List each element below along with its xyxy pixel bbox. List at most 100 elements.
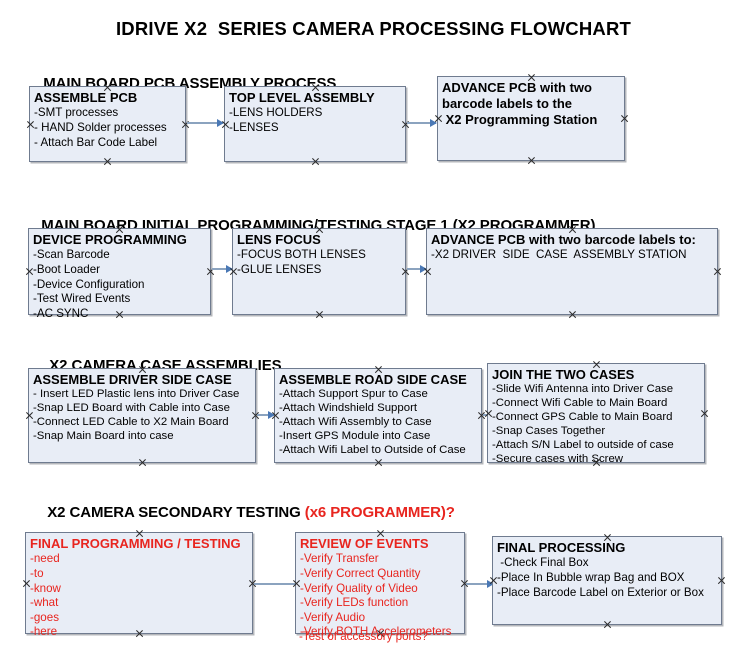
box-assemble-driver-side-case-title: ASSEMBLE DRIVER SIDE CASE: [33, 372, 232, 387]
box-assemble-pcb-title: ASSEMBLE PCB: [34, 90, 138, 105]
arrow-top-level-to-advance: [407, 122, 436, 124]
section-heading-4-accent: (x6 PROGRAMMER)?: [304, 504, 455, 521]
box-join-the-two-cases-line-6: -Secure cases with Screw: [492, 452, 624, 465]
box-assemble-pcb-line-3: - Attach Bar Code Label: [34, 135, 158, 149]
box-assemble-road-side-case-line-1: -Attach Support Spur to Case: [279, 388, 428, 401]
box-top-level-assembly-body: TOP LEVEL ASSEMBLY -LENS HOLDERS -LENSES: [225, 87, 405, 136]
box-advance-pcb-programming-station-line-1: barcode labels to the: [442, 96, 573, 112]
box-review-of-events-line-5: -Verify Audio: [300, 610, 366, 624]
box-advance-pcb-driver-side-station-title: ADVANCE PCB with two barcode labels to:: [431, 232, 696, 247]
box-assemble-pcb-line-2: - HAND Solder processes: [34, 120, 167, 134]
box-review-of-events-line-2: -Verify Correct Quantity: [300, 566, 421, 580]
box-assemble-road-side-case-body: ASSEMBLE ROAD SIDE CASE -Attach Support …: [275, 369, 481, 458]
box-review-of-events-line-6: -Verify BOTH Accelerometers: [300, 625, 452, 639]
box-assemble-road-side-case-line-4: -Insert GPS Module into Case: [279, 430, 431, 443]
box-assemble-road-side-case-line-2: -Attach Windshield Support: [279, 402, 418, 415]
box-assemble-road-side-case-line-5: -Attach Wifi Label to Outside of Case: [279, 443, 466, 456]
box-final-programming-testing-line-5: -goes: [30, 610, 60, 624]
box-device-programming-line-1: -Scan Barcode: [33, 248, 110, 262]
box-lens-focus[interactable]: LENS FOCUS -FOCUS BOTH LENSES -GLUE LENS…: [232, 228, 406, 315]
box-assemble-driver-side-case[interactable]: ASSEMBLE DRIVER SIDE CASE - Insert LED P…: [28, 368, 256, 463]
connection-handle-bottom[interactable]: [315, 310, 324, 319]
box-device-programming-body: DEVICE PROGRAMMING -Scan Barcode -Boot L…: [29, 229, 210, 321]
connection-handle-bottom[interactable]: [311, 157, 320, 166]
connection-handle-bottom[interactable]: [527, 156, 536, 165]
box-review-of-events-overflow-line: -Test of accessory ports?: [299, 630, 428, 643]
box-assemble-driver-side-case-line-1: - Insert LED Plastic lens into Driver Ca…: [33, 388, 240, 401]
box-join-the-two-cases-line-2: -Connect Wifi Cable to Main Board: [492, 397, 668, 410]
box-assemble-pcb-line-1: -SMT processes: [34, 106, 119, 120]
box-assemble-pcb-body: ASSEMBLE PCB -SMT processes - HAND Solde…: [30, 87, 185, 150]
arrow-review-to-final-processing: [466, 583, 493, 585]
box-review-of-events-line-1: -Verify Transfer: [300, 552, 379, 566]
box-advance-pcb-driver-side-station-line-1: -X2 DRIVER SIDE CASE ASSEMBLY STATION: [431, 248, 687, 262]
section-heading-4-text: X2 CAMERA SECONDARY TESTING: [47, 504, 305, 521]
box-lens-focus-title: LENS FOCUS: [237, 232, 321, 247]
box-device-programming[interactable]: DEVICE PROGRAMMING -Scan Barcode -Boot L…: [28, 228, 211, 320]
box-join-the-two-cases-line-1: -Slide Wifi Antenna into Driver Case: [492, 383, 674, 396]
arrow-lens-focus-to-advance: [407, 268, 426, 270]
box-final-programming-testing-line-6: -here: [30, 625, 58, 639]
connection-handle-right[interactable]: [713, 267, 722, 276]
box-device-programming-line-5: -AC SYNC: [33, 306, 89, 320]
box-review-of-events-line-4: -Verify LEDs function: [300, 596, 409, 610]
box-advance-pcb-programming-station-body: ADVANCE PCB with two barcode labels to t…: [438, 77, 624, 127]
box-final-processing-line-2: -Place In Bubble wrap Bag and BOX: [497, 570, 685, 584]
arrow-driver-case-to-road-case: [257, 414, 274, 416]
box-device-programming-line-4: -Test Wired Events: [33, 292, 131, 306]
box-assemble-driver-side-case-line-2: -Snap LED Board with Cable into Case: [33, 402, 230, 415]
box-device-programming-line-3: -Device Configuration: [33, 277, 145, 291]
box-advance-pcb-programming-station[interactable]: ADVANCE PCB with two barcode labels to t…: [437, 76, 625, 161]
box-top-level-assembly-line-2: -LENSES: [229, 120, 279, 134]
box-join-the-two-cases-line-3: -Connect GPS Cable to Main Board: [492, 411, 673, 424]
box-final-programming-testing-body: FINAL PROGRAMMING / TESTING -need -to -k…: [26, 533, 252, 640]
box-final-processing-body: FINAL PROCESSING -Check Final Box -Place…: [493, 537, 721, 600]
connection-handle-bottom[interactable]: [103, 157, 112, 166]
box-advance-pcb-driver-side-station-body: ADVANCE PCB with two barcode labels to: …: [427, 229, 717, 263]
connection-handle-bottom[interactable]: [603, 620, 612, 629]
box-device-programming-line-2: -Boot Loader: [33, 262, 101, 276]
arrow-final-programming-to-review: [254, 583, 296, 585]
box-advance-pcb-programming-station-title: ADVANCE PCB with two: [442, 80, 592, 95]
box-join-the-two-cases-title: JOIN THE TWO CASES: [492, 367, 635, 382]
connection-handle-bottom[interactable]: [374, 458, 383, 467]
box-lens-focus-line-2: -GLUE LENSES: [237, 262, 322, 276]
box-review-of-events-line-3: -Verify Quality of Video: [300, 581, 418, 595]
box-final-programming-testing-title: FINAL PROGRAMMING / TESTING: [30, 536, 241, 551]
box-assemble-driver-side-case-body: ASSEMBLE DRIVER SIDE CASE - Insert LED P…: [29, 369, 255, 444]
box-join-the-two-cases-line-4: -Snap Cases Together: [492, 425, 606, 438]
box-top-level-assembly-line-1: -LENS HOLDERS: [229, 106, 323, 120]
box-assemble-road-side-case-line-3: -Attach Wifi Assembly to Case: [279, 416, 432, 429]
box-review-of-events-body: REVIEW OF EVENTS -Verify Transfer -Verif…: [296, 533, 464, 640]
box-final-programming-testing-line-1: -need: [30, 552, 60, 566]
box-final-programming-testing-line-2: -to: [30, 566, 44, 580]
section-heading-4: X2 CAMERA SECONDARY TESTING (x6 PROGRAMM…: [31, 487, 455, 538]
box-join-the-two-cases[interactable]: JOIN THE TWO CASES -Slide Wifi Antenna i…: [487, 363, 705, 465]
box-final-processing-line-1: -Check Final Box: [497, 556, 589, 570]
box-advance-pcb-driver-side-station[interactable]: ADVANCE PCB with two barcode labels to: …: [426, 228, 718, 315]
box-final-programming-testing-line-3: -know: [30, 581, 61, 595]
box-review-of-events-title: REVIEW OF EVENTS: [300, 536, 429, 551]
box-join-the-two-cases-body: JOIN THE TWO CASES -Slide Wifi Antenna i…: [488, 364, 704, 467]
box-assemble-driver-side-case-line-4: -Snap Main Board into case: [33, 430, 174, 443]
box-assemble-road-side-case[interactable]: ASSEMBLE ROAD SIDE CASE -Attach Support …: [274, 368, 482, 463]
arrow-device-to-lens-focus: [212, 268, 232, 270]
box-assemble-road-side-case-title: ASSEMBLE ROAD SIDE CASE: [279, 372, 467, 387]
page-title: IDRIVE X2 SERIES CAMERA PROCESSING FLOWC…: [115, 18, 632, 39]
connection-handle-bottom[interactable]: [138, 458, 147, 467]
box-final-processing[interactable]: FINAL PROCESSING -Check Final Box -Place…: [492, 536, 722, 625]
connection-handle-bottom[interactable]: [568, 310, 577, 319]
box-final-programming-testing[interactable]: FINAL PROGRAMMING / TESTING -need -to -k…: [25, 532, 253, 638]
box-top-level-assembly-title: TOP LEVEL ASSEMBLY: [229, 90, 375, 105]
box-review-of-events[interactable]: REVIEW OF EVENTS -Verify Transfer -Verif…: [295, 532, 465, 638]
box-assemble-pcb[interactable]: ASSEMBLE PCB -SMT processes - HAND Solde…: [29, 86, 186, 162]
box-lens-focus-line-1: -FOCUS BOTH LENSES: [237, 248, 366, 262]
box-lens-focus-body: LENS FOCUS -FOCUS BOTH LENSES -GLUE LENS…: [233, 229, 405, 278]
box-join-the-two-cases-line-5: -Attach S/N Label to outside of case: [492, 438, 674, 451]
box-final-processing-line-3: -Place Barcode Label on Exterior or Box: [497, 585, 704, 599]
box-final-programming-testing-line-4: -what: [30, 596, 59, 610]
box-top-level-assembly[interactable]: TOP LEVEL ASSEMBLY -LENS HOLDERS -LENSES: [224, 86, 406, 162]
box-advance-pcb-programming-station-line-2: X2 Programming Station: [442, 111, 598, 127]
box-device-programming-title: DEVICE PROGRAMMING: [33, 232, 187, 247]
